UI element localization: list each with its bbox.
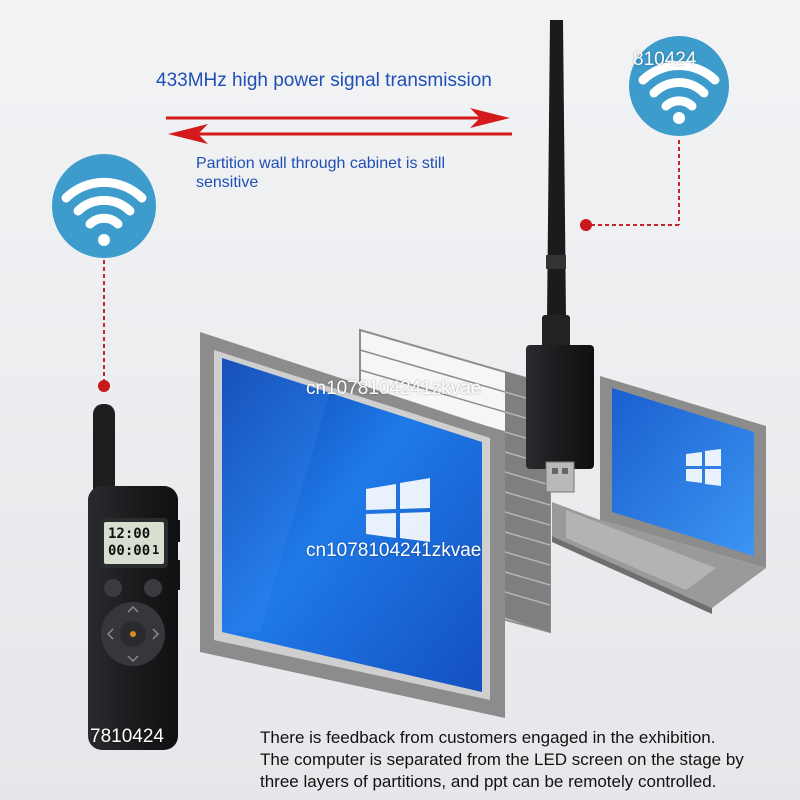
caption-line-3: three layers of partitions, and ppt can … — [260, 772, 717, 791]
watermark-upper: cn1078104241zkvae — [306, 378, 482, 399]
caption: There is feedback from customers engaged… — [260, 727, 790, 793]
watermark-lower: cn1078104241zkvae — [306, 540, 482, 561]
subheadline-line-1: Partition wall through cabinet is still — [196, 155, 446, 172]
watermark-top-right: 810424 — [633, 49, 697, 70]
usb-receiver — [526, 20, 594, 493]
subheadline-line-2: sensitive — [196, 174, 259, 191]
watermark-bottom-left: 7810424 — [90, 726, 164, 747]
lcd-time: 12:00 — [108, 526, 151, 542]
remote-control — [88, 404, 180, 750]
subheadline: Partition wall through cabinet is still … — [196, 154, 516, 192]
headline: 433MHz high power signal transmission — [156, 70, 492, 91]
wifi-icon — [52, 154, 156, 258]
lcd-indicator: 1 — [152, 543, 160, 557]
led-screen-display — [200, 332, 505, 718]
lcd-timer: 00:00 — [108, 543, 151, 559]
windows-logo-icon — [686, 449, 721, 486]
arrow-right-icon — [166, 108, 510, 128]
wifi-icon — [629, 36, 729, 136]
windows-logo-icon — [366, 478, 430, 542]
caption-line-2: The computer is separated from the LED s… — [260, 750, 744, 769]
laptop — [552, 376, 766, 614]
caption-line-1: There is feedback from customers engaged… — [260, 728, 716, 747]
arrow-left-icon — [168, 124, 512, 144]
